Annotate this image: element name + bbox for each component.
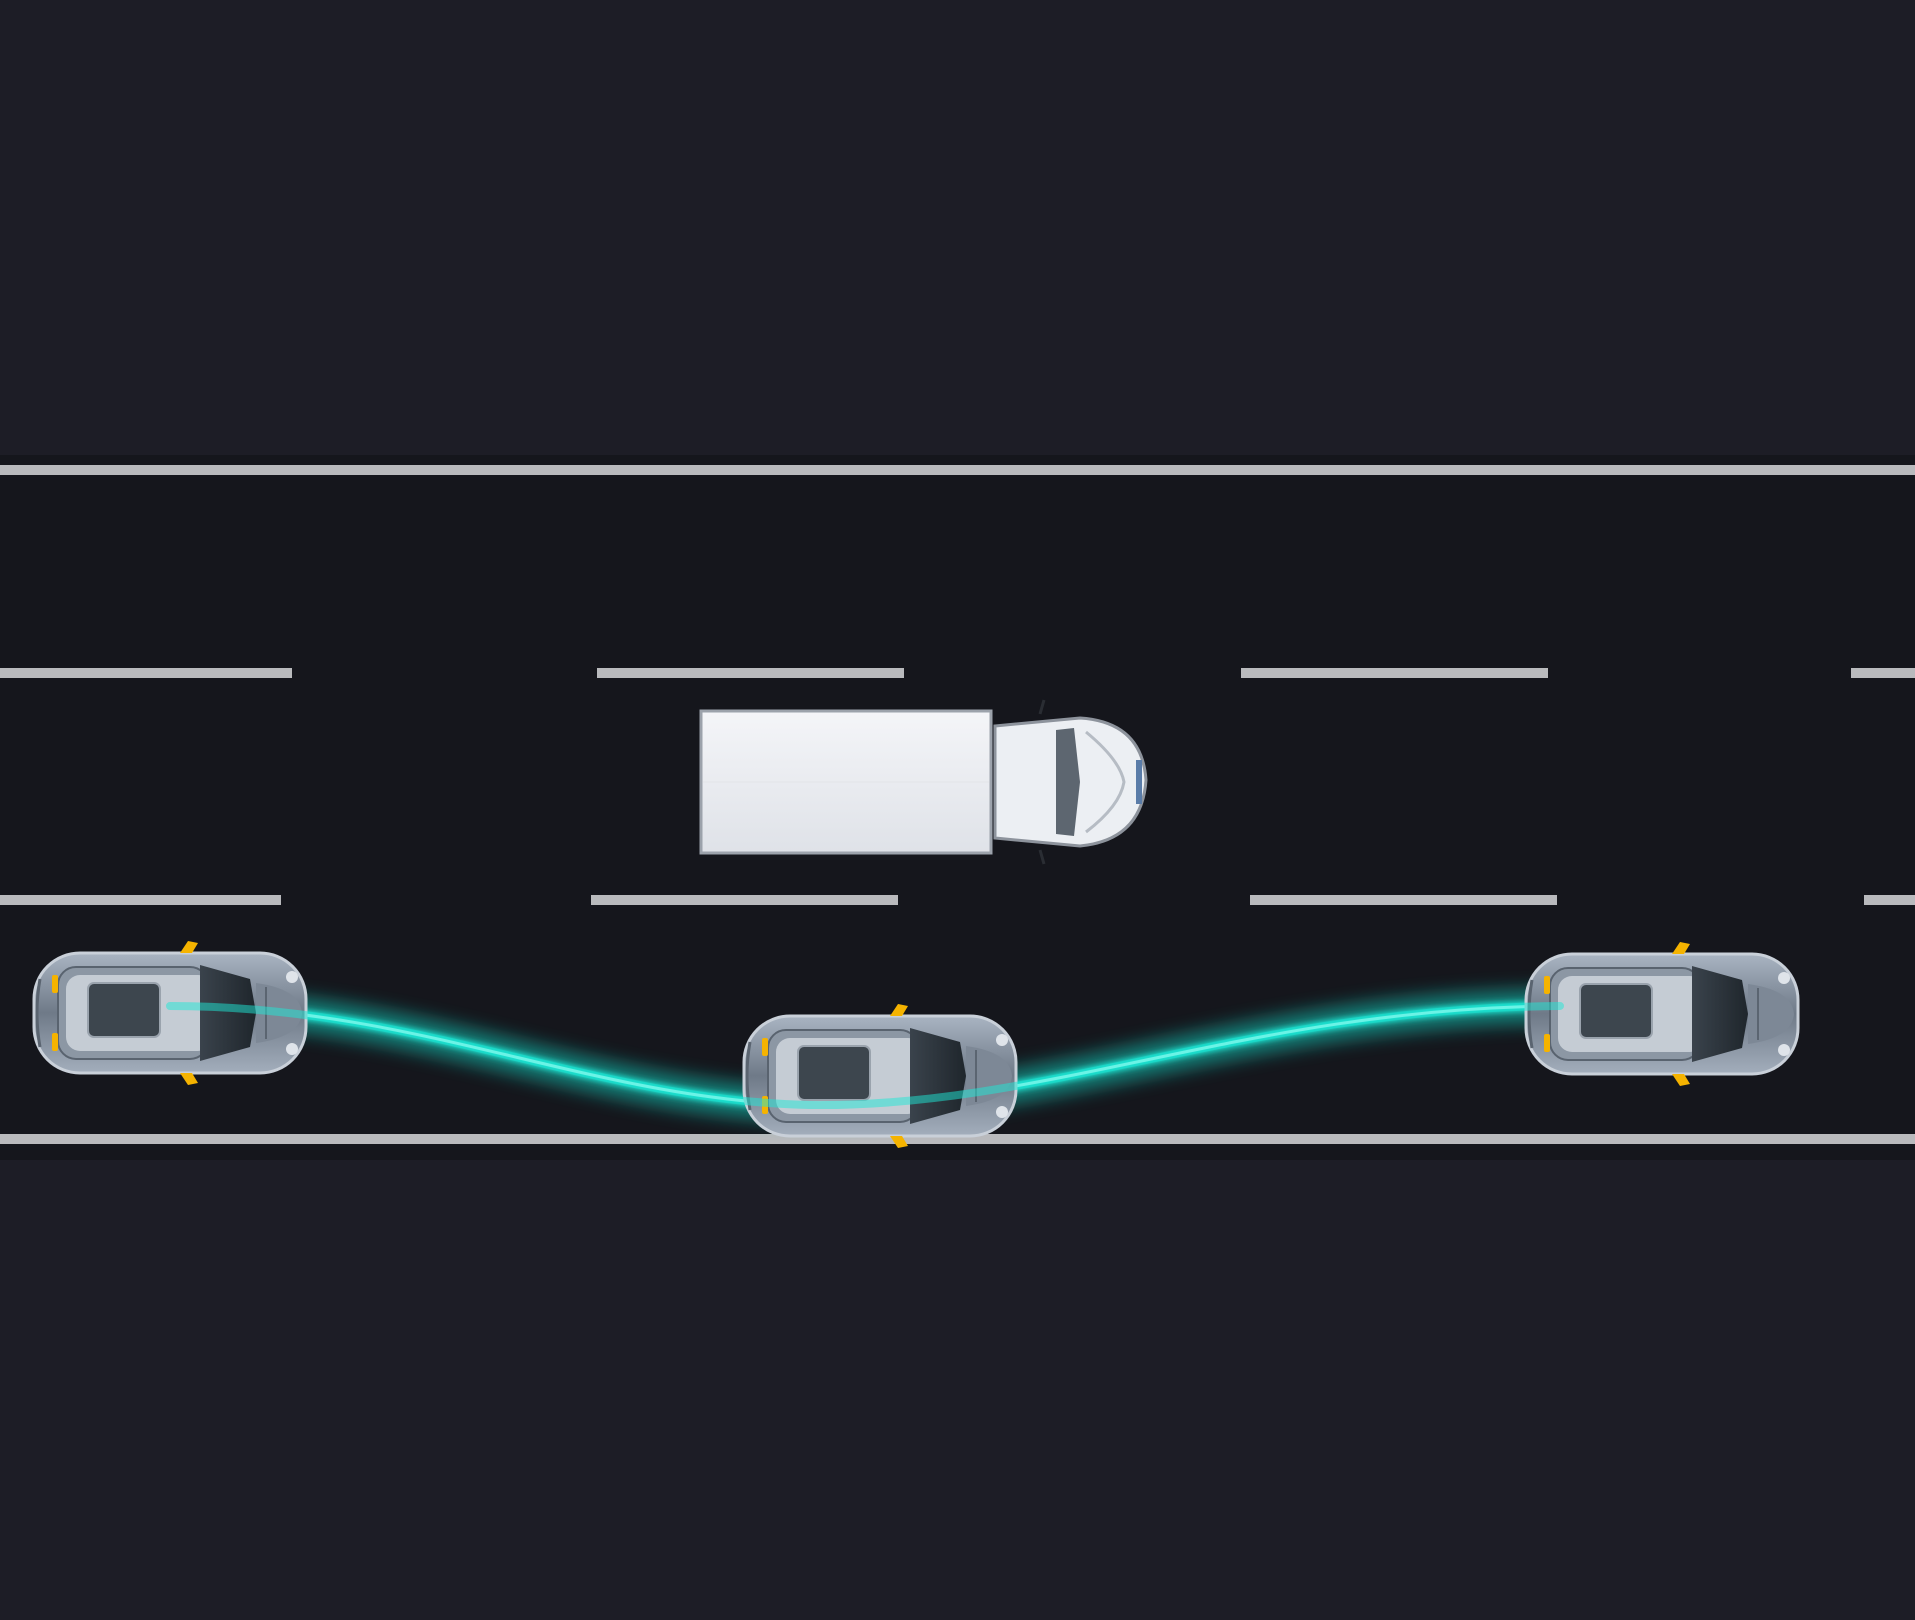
car-top-view-icon <box>1524 940 1800 1088</box>
lane-divider-lower <box>0 895 1915 905</box>
truck-top-view-icon <box>699 699 1148 865</box>
car-top-view-icon <box>742 1002 1018 1150</box>
lane-divider-upper <box>0 668 1915 678</box>
road-edge-bottom <box>0 1134 1915 1144</box>
trajectory-overlay <box>166 1002 1564 1110</box>
road-edge-top <box>0 465 1915 475</box>
